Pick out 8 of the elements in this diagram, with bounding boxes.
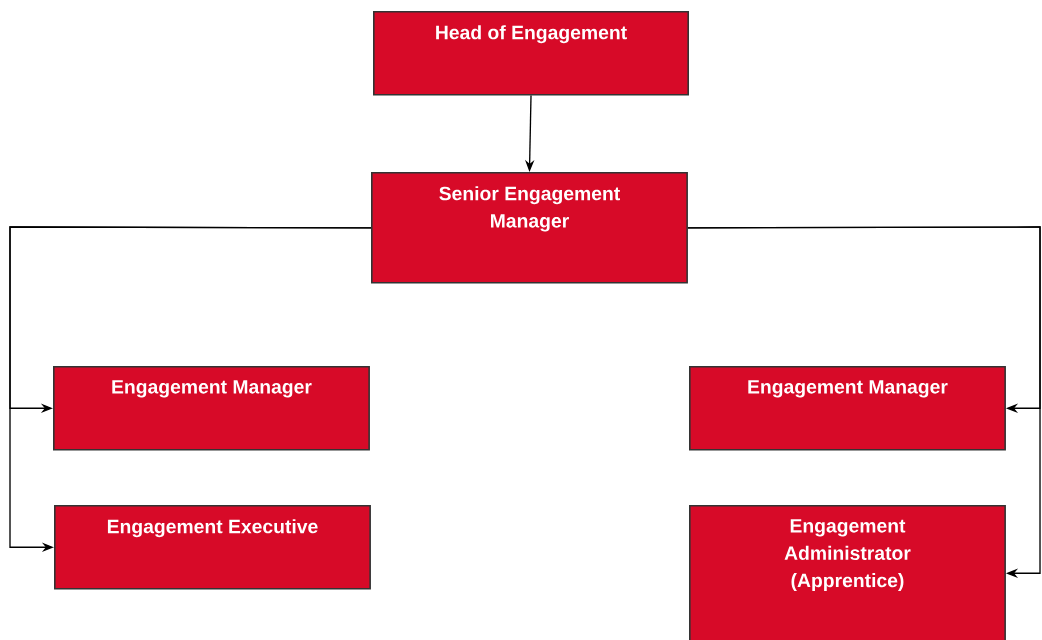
arrow (9, 226, 372, 552)
org-box: Engagement Executive (54, 505, 371, 590)
org-box: Head of Engagement (373, 11, 689, 96)
org-box: Engagement Manager (689, 366, 1006, 451)
org-box: Engagement Administrator (Apprentice) (689, 505, 1006, 640)
org-box: Engagement Manager (53, 366, 370, 451)
org-box: Senior Engagement Manager (371, 172, 688, 284)
arrow (687, 226, 1041, 578)
